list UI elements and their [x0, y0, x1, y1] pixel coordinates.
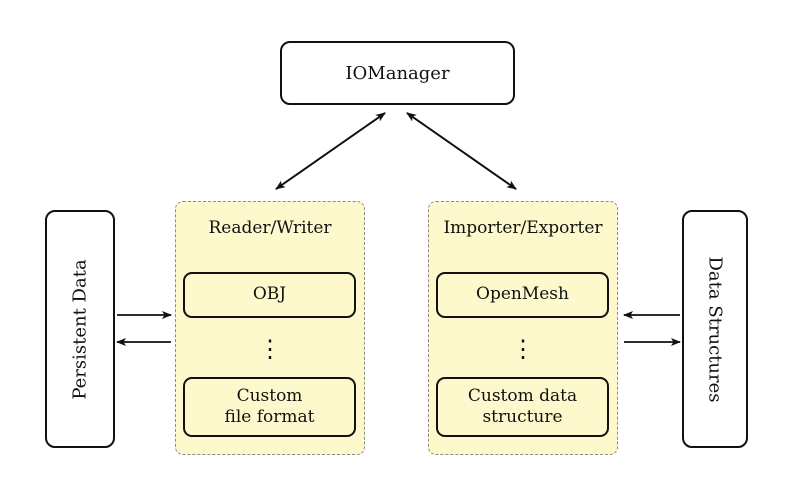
node-persistent-data: Persistent Data [45, 210, 115, 448]
box-custom-data-structure-line1: Custom data [467, 385, 578, 406]
node-persistent-data-label: Persistent Data [69, 258, 91, 400]
box-custom-data-structure: Custom data structure [436, 377, 609, 437]
node-data-structures: Data Structures [682, 210, 748, 448]
panel-reader-writer-title: Reader/Writer [208, 218, 332, 238]
panel-importer-exporter: Importer/Exporter OpenMesh ⋮ Custom data… [428, 201, 618, 455]
panel-importer-exporter-title: Importer/Exporter [443, 218, 603, 238]
node-iomanager: IOManager [280, 41, 515, 105]
box-custom-file-format-line2: file format [224, 407, 315, 427]
ellipsis-reader-writer: ⋮ [258, 335, 282, 363]
box-custom-file-format: Custom file format [183, 377, 356, 437]
box-openmesh-label: OpenMesh [476, 284, 569, 305]
node-data-structures-label: Data Structures [704, 255, 726, 403]
box-custom-data-structure-line2: structure [482, 407, 563, 427]
node-iomanager-label: IOManager [345, 62, 450, 84]
arrow-iomanager-importerexporter [406, 112, 517, 190]
panel-reader-writer: Reader/Writer OBJ ⋮ Custom file format [175, 201, 365, 455]
box-obj-label: OBJ [252, 284, 287, 305]
box-obj: OBJ [183, 272, 356, 318]
arrow-iomanager-readerwriter [275, 112, 386, 190]
box-openmesh: OpenMesh [436, 272, 609, 318]
box-custom-file-format-line1: Custom [236, 385, 303, 406]
ellipsis-importer-exporter: ⋮ [511, 335, 535, 363]
